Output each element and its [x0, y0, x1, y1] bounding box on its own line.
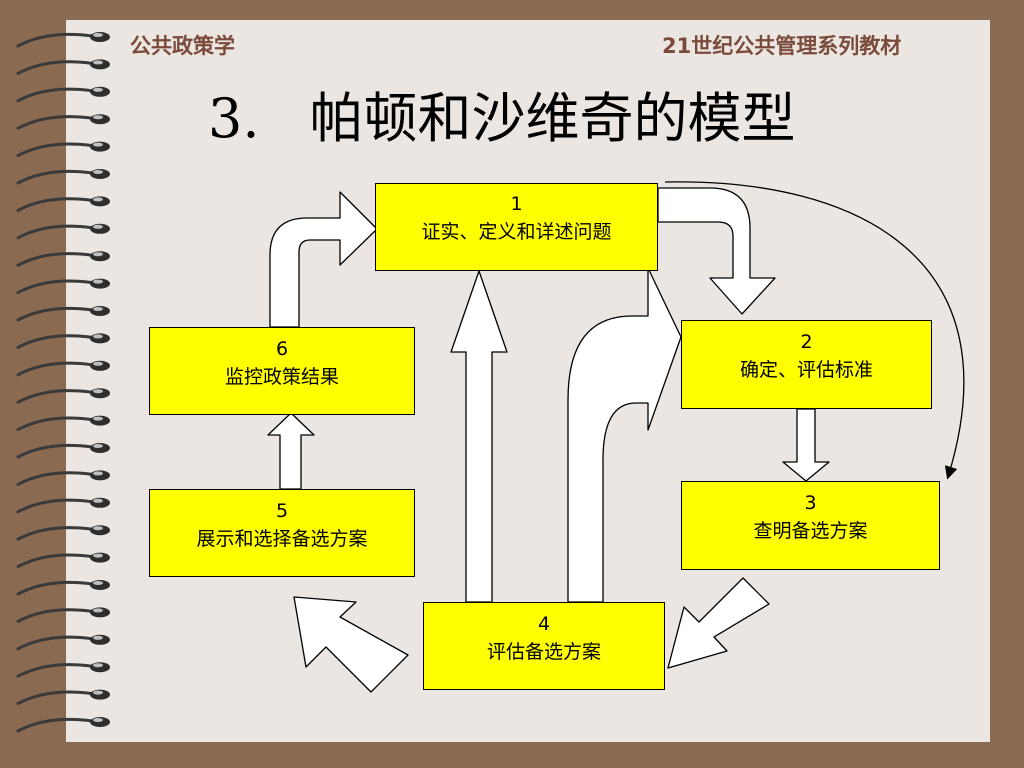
step-4-box: 4 评估备选方案 — [423, 602, 665, 690]
step-label: 评估备选方案 — [486, 641, 601, 663]
step-5-box: 5 展示和选择备选方案 — [149, 489, 415, 577]
arrow-4-to-2 — [567, 267, 682, 603]
step-2-box: 2 确定、评估标准 — [681, 320, 932, 409]
step-3-box: 3 查明备选方案 — [681, 481, 940, 570]
arrow-3-to-4 — [667, 577, 770, 669]
arrow-1-to-2 — [657, 187, 776, 315]
arrow-4-to-5 — [293, 596, 409, 693]
step-number: 6 — [275, 338, 289, 360]
step-6-box: 6 监控政策结果 — [149, 327, 415, 415]
step-number: 3 — [804, 492, 817, 514]
arrow-1-to-3 — [664, 181, 965, 480]
page-title: 3. 帕顿和沙维奇的模型 — [208, 74, 796, 153]
step-label: 展示和选择备选方案 — [196, 528, 368, 550]
step-number: 2 — [800, 331, 813, 353]
step-label: 确定、评估标准 — [739, 359, 873, 381]
title-number: 3. — [208, 87, 260, 150]
step-number: 5 — [275, 500, 289, 522]
step-label: 查明备选方案 — [753, 520, 868, 542]
arrow-6-to-1 — [269, 191, 378, 328]
textbook-series: 21世纪公共管理系列教材 — [662, 34, 902, 58]
arrow-2-to-3 — [782, 408, 830, 482]
step-1-box: 1 证实、定义和详述问题 — [375, 183, 658, 271]
step-number: 1 — [510, 193, 523, 215]
arrow-4-to-1 — [450, 270, 508, 603]
course-name: 公共政策学 — [130, 34, 235, 58]
step-number: 4 — [537, 613, 551, 635]
arrow-5-to-6 — [267, 412, 315, 490]
step-label: 监控政策结果 — [224, 366, 339, 388]
step-label: 证实、定义和详述问题 — [421, 221, 612, 243]
spiral-binding — [16, 32, 110, 733]
title-text: 帕顿和沙维奇的模型 — [309, 87, 796, 150]
